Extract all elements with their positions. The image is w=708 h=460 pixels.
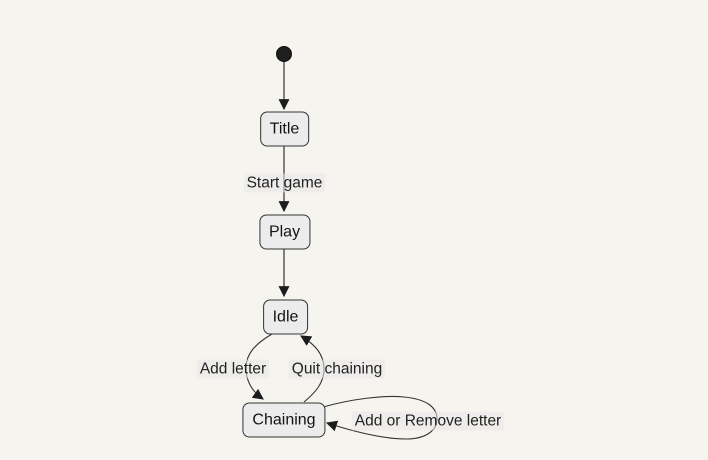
state-title: Title — [259, 111, 310, 147]
edge-label-add-or-remove-letter: Add or Remove letter — [351, 411, 505, 431]
state-play: Play — [258, 214, 311, 249]
edge-label-add-letter: Add letter — [196, 359, 270, 379]
edge-label-quit-chaining: Quit chaining — [288, 359, 386, 379]
state-idle: Idle — [262, 299, 309, 334]
state-chaining: Chaining — [242, 402, 326, 437]
initial-state-dot — [276, 46, 292, 62]
edge-label-start-game: Start game — [243, 173, 326, 193]
